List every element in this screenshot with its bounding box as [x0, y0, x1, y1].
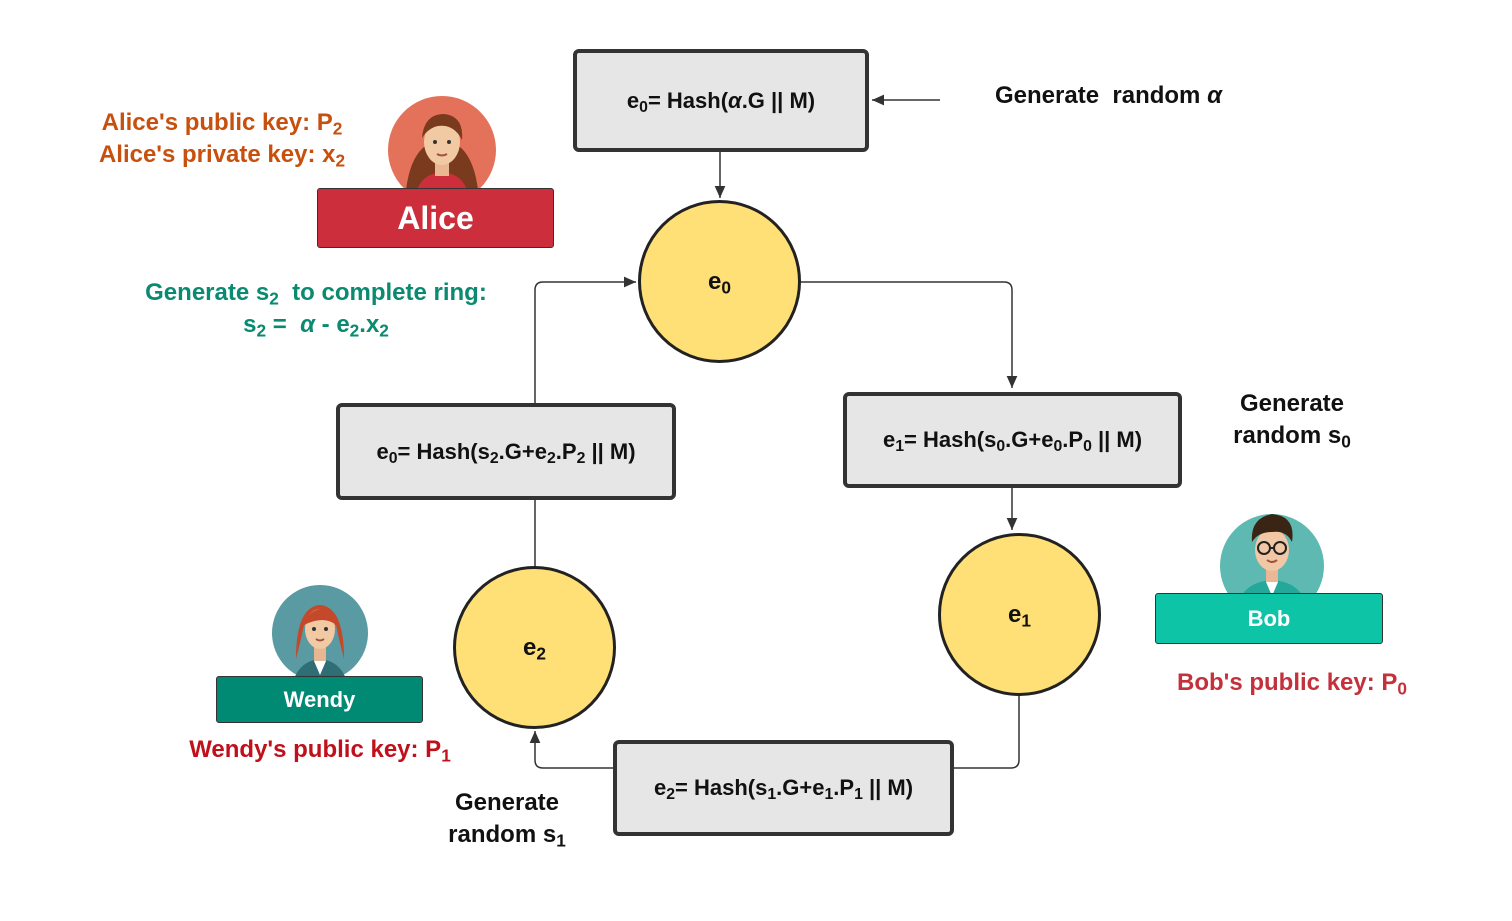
circle-e1: e1: [938, 533, 1101, 696]
label-complete-ring: Generate s2 to complete ring: s2 = α - e…: [145, 279, 487, 341]
label-generate-s0: Generate random s0: [1233, 390, 1351, 452]
hash-box-e0-closing: e0= Hash(s2.G+e2.P2 || M): [336, 403, 676, 500]
hash-box-e1: e1= Hash(s0.G+e0.P0 || M): [843, 392, 1182, 488]
arrow-bottom-box-to-e2: [529, 731, 613, 769]
bob-avatar-icon: [1220, 514, 1324, 596]
arrow-e1-to-bottom-box: [954, 694, 1020, 769]
hash-box-e2: e2= Hash(s1.G+e1.P1 || M): [613, 740, 954, 836]
label-bob-public-key: Bob's public key: P0: [1176, 669, 1408, 699]
arrow-e0-to-right-box: [800, 281, 1018, 388]
label-alice-keys: Alice's public key: P2 Alice's private k…: [98, 109, 346, 171]
hash-box-e0-alpha: e0= Hash(α.G || M): [573, 49, 869, 152]
label-generate-alpha: Generate random α: [995, 82, 1222, 109]
alice-avatar-icon: [388, 96, 496, 189]
wendy-nameplate: Wendy: [216, 676, 423, 723]
label-wendy-public-key: Wendy's public key: P1: [189, 736, 451, 766]
arrow-left-box-to-e0: [534, 276, 636, 403]
label-generate-s1: Generate random s1: [448, 789, 566, 851]
bob-nameplate: Bob: [1155, 593, 1383, 644]
wendy-avatar-icon: [272, 585, 368, 679]
alice-nameplate: Alice: [317, 188, 554, 248]
circle-e2: e2: [453, 566, 616, 729]
circle-e0: e0: [638, 200, 801, 363]
